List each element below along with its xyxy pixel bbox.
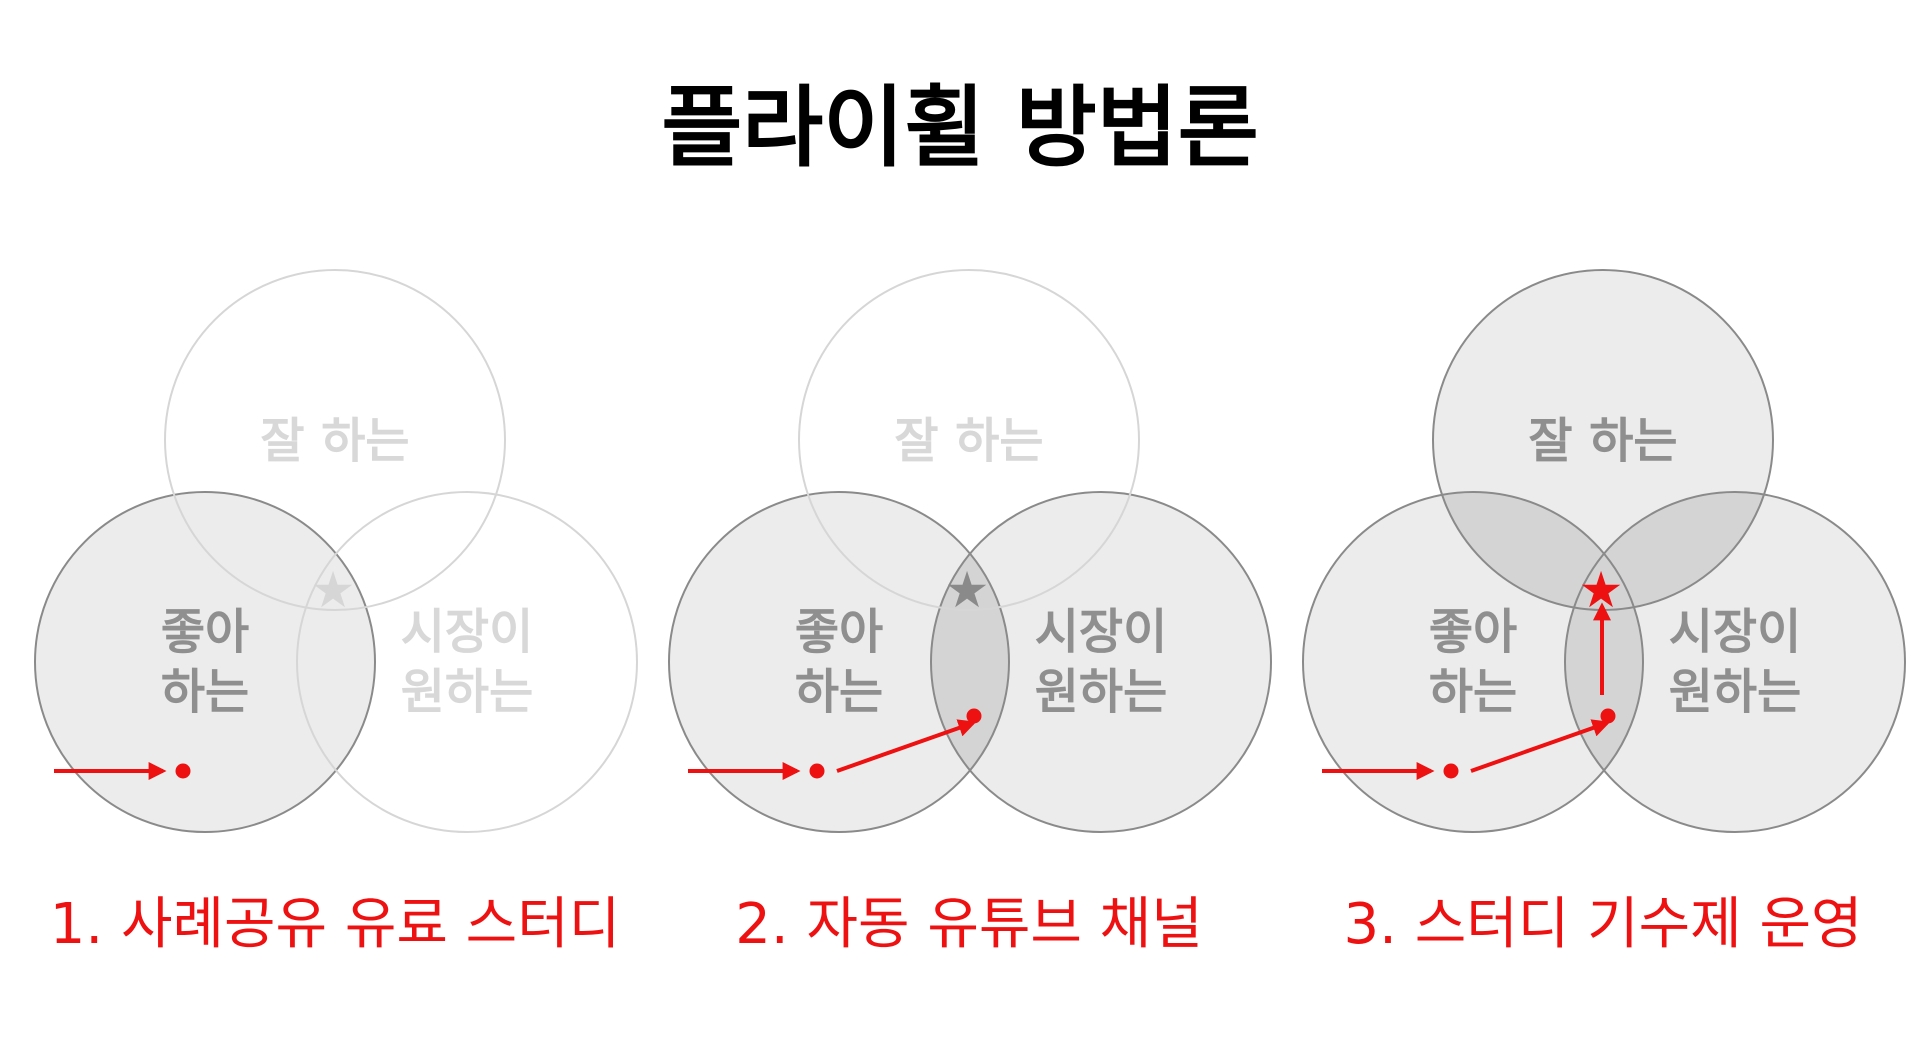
like-label-line2: 하는 <box>795 664 883 720</box>
like-label-line2: 하는 <box>1429 664 1517 720</box>
like-label-line1: 좋아 <box>161 604 249 660</box>
dot <box>966 708 982 724</box>
like-circle-fill <box>669 492 1009 832</box>
like-circle-fill <box>35 492 375 832</box>
like-label-line2: 하는 <box>161 664 249 720</box>
star-icon: ★ <box>311 561 356 619</box>
market-label-line1: 시장이 <box>1035 604 1167 660</box>
market-label-line2: 원하는 <box>401 664 533 720</box>
market-circle <box>296 491 638 833</box>
like-label-line1: 좋아 <box>795 604 883 660</box>
flywheel-path <box>54 762 191 780</box>
page-title: 플라이휠 방법론 <box>661 76 1259 179</box>
good-at-label: 잘 하는 <box>1528 413 1677 469</box>
panel-caption: 2. 자동 유튜브 채널 <box>735 892 1202 957</box>
good-at-circle <box>798 269 1140 611</box>
like-label-line1: 좋아 <box>1429 604 1517 660</box>
market-circle <box>1564 491 1906 833</box>
dot <box>1600 708 1616 724</box>
overlap-fill <box>1565 492 1773 610</box>
flywheel-path <box>1322 602 1616 780</box>
overlap-fill <box>1433 492 1643 610</box>
market-label-line1: 시장이 <box>1669 604 1801 660</box>
dot <box>809 763 825 779</box>
flywheel-path <box>688 708 982 780</box>
panel-caption: 3. 스터디 기수제 운영 <box>1344 892 1863 957</box>
dot <box>175 763 191 779</box>
panel-caption: 1. 사례공유 유료 스터디 <box>50 892 621 957</box>
arrow <box>1470 719 1611 773</box>
good-at-label: 잘 하는 <box>260 413 409 469</box>
overlap-region <box>1565 492 1773 610</box>
overlap-region <box>1433 492 1643 610</box>
like-circle <box>34 491 376 833</box>
market-label-line2: 원하는 <box>1669 664 1801 720</box>
market-label-line2: 원하는 <box>1035 664 1167 720</box>
market-label-line1: 시장이 <box>401 604 533 660</box>
market-circle-fill <box>931 492 1271 832</box>
good-at-label: 잘 하는 <box>894 413 1043 469</box>
like-circle <box>1302 491 1644 833</box>
dot <box>1443 763 1459 779</box>
star-icon: ★ <box>945 561 990 619</box>
like-circle <box>668 491 1010 833</box>
good-at-circle <box>164 269 506 611</box>
market-circle <box>930 491 1272 833</box>
arrow <box>836 719 977 773</box>
